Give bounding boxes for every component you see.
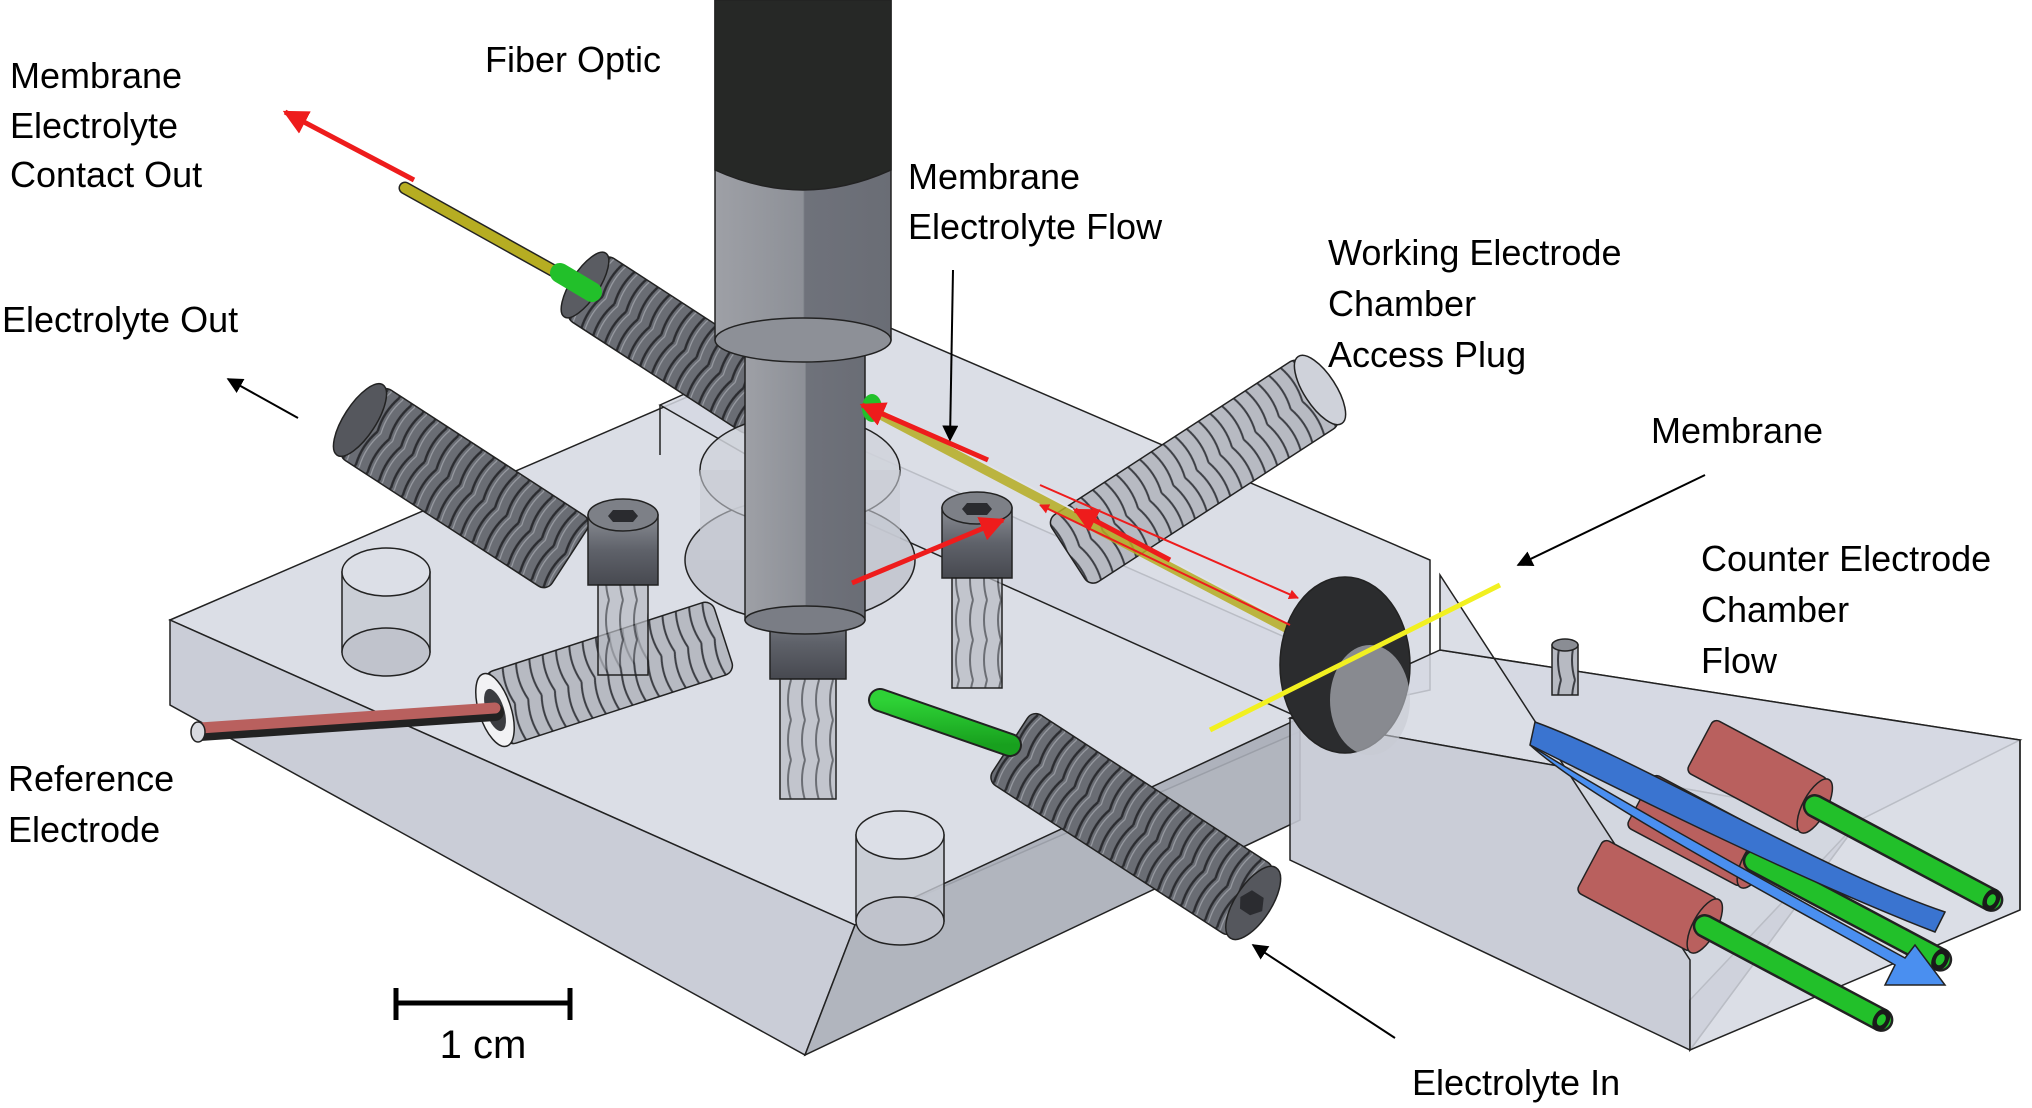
label-line: Electrolyte Out — [2, 299, 238, 340]
set-screw — [1551, 638, 1579, 696]
membrane-electrolyte-contact-wire — [398, 181, 602, 302]
label-membrane-electrolyte-contact-out: Membrane Electrolyte Contact Out — [10, 55, 202, 195]
mounting-holes — [341, 547, 945, 946]
membrane-flow-arrow-inlet — [851, 517, 1006, 586]
label-line: Electrolyte In — [1412, 1062, 1620, 1103]
working-electrode-access-plug — [1049, 354, 1347, 584]
membrane-flow-arrow-upper — [859, 402, 990, 463]
counter-electrode-fittings — [1551, 638, 2004, 1032]
label-line: Fiber Optic — [485, 39, 661, 80]
mounting-hole — [855, 810, 945, 946]
label-line: Electrode — [8, 809, 160, 850]
counter-fitting-bottom — [1577, 839, 1894, 1032]
label-line: Flow — [1701, 640, 1778, 681]
label-line: Membrane — [1651, 410, 1823, 451]
contact-out-arrow — [282, 109, 416, 183]
label-membrane-electrolyte-flow: Membrane Electrolyte Flow — [908, 156, 1163, 247]
leader-arrows — [226, 269, 1706, 1039]
membrane-line — [1208, 582, 1502, 733]
threaded-fitting-electrolyte-out — [332, 382, 590, 589]
label-working-electrode-chamber-access-plug: Working Electrode Chamber Access Plug — [1328, 232, 1621, 375]
label-line: Working Electrode — [1328, 232, 1621, 273]
counter-fitting-top — [1687, 719, 2004, 912]
membrane-flow-pointer — [942, 269, 959, 442]
label-line: Counter Electrode — [1701, 538, 1991, 579]
label-counter-electrode-chamber-flow: Counter Electrode Chamber Flow — [1701, 538, 1991, 681]
membrane-flow-arrow-lower — [1072, 507, 1172, 563]
membrane-flow-thin-bottom — [1039, 504, 1291, 626]
membrane-flow-thin-top — [1039, 484, 1299, 599]
threaded-fitting-electrolyte-in — [990, 712, 1282, 941]
mounting-hole — [341, 547, 431, 677]
flow-arrows-red — [282, 109, 1299, 626]
label-reference-electrode: Reference Electrode — [8, 758, 174, 850]
label-membrane: Membrane — [1651, 410, 1823, 451]
reference-electrode-wire — [190, 702, 504, 743]
scale-bar-label: 1 cm — [440, 1023, 527, 1067]
label-line: Electrolyte Flow — [908, 206, 1163, 247]
label-line: Electrolyte — [10, 105, 178, 146]
label-line: Chamber — [1328, 283, 1476, 324]
scale-bar: 1 cm — [393, 988, 573, 1067]
label-line: Contact Out — [10, 154, 202, 195]
label-fiber-optic: Fiber Optic — [485, 39, 661, 80]
label-electrolyte-in: Electrolyte In — [1412, 1062, 1620, 1103]
label-line: Reference — [8, 758, 174, 799]
fiber-optic — [714, 0, 892, 635]
label-line: Membrane — [10, 55, 182, 96]
label-line: Membrane — [908, 156, 1080, 197]
electrolyte-in-tube — [868, 688, 1022, 757]
label-electrolyte-out: Electrolyte Out — [2, 299, 238, 340]
membrane-pointer — [1516, 474, 1706, 566]
counter-electrode-flow-arrow — [1529, 721, 1947, 986]
label-line: Access Plug — [1328, 334, 1526, 375]
electrolyte-in-pointer — [1251, 944, 1396, 1039]
label-line: Chamber — [1701, 589, 1849, 630]
membrane-disk — [1208, 576, 1502, 755]
cap-screw — [587, 498, 659, 676]
electrolyte-out-pointer — [226, 378, 299, 419]
